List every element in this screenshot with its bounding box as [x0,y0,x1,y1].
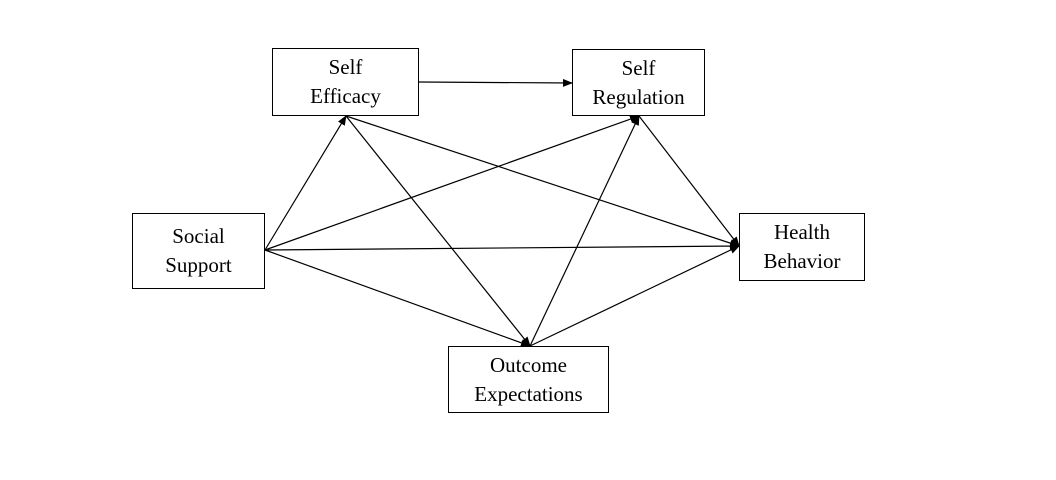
node-label-line2: Support [165,253,232,277]
node-label-line1: Self [328,55,363,79]
node-label-line1: Social [172,224,225,248]
arrow-social-support-to-self-regulation [264,115,640,251]
arrow-social-support-to-self-efficacy [264,115,347,251]
node-label-line1: Self [621,55,656,80]
arrow-self-efficacy-to-health-behavior [345,115,740,247]
arrow-outcome-expectations-to-health-behavior [529,245,740,347]
arrow-social-support-to-health-behavior [264,242,740,251]
arrow-self-efficacy-to-self-regulation [418,78,573,87]
node-self-regulation: Self Regulation [572,49,705,116]
arrow-self-efficacy-to-outcome-expectations [345,115,531,347]
node-social-support: Social Support [132,213,265,289]
node-outcome-expectations: Outcome Expectations [448,346,609,413]
node-label-line2: Efficacy [310,84,381,108]
arrow-outcome-expectations-to-self-regulation [529,115,640,347]
node-label-line2: Regulation [592,84,685,109]
arrow-self-regulation-to-health-behavior [638,115,740,247]
node-self-efficacy: Self Efficacy [272,48,419,116]
arrow-social-support-to-outcome-expectations [264,249,531,347]
node-label-line2: Expectations [474,381,583,406]
node-label-line1: Health [774,220,830,244]
node-label-line2: Behavior [763,249,841,273]
node-health-behavior: Health Behavior [739,213,865,281]
node-label-line1: Outcome [490,352,567,377]
